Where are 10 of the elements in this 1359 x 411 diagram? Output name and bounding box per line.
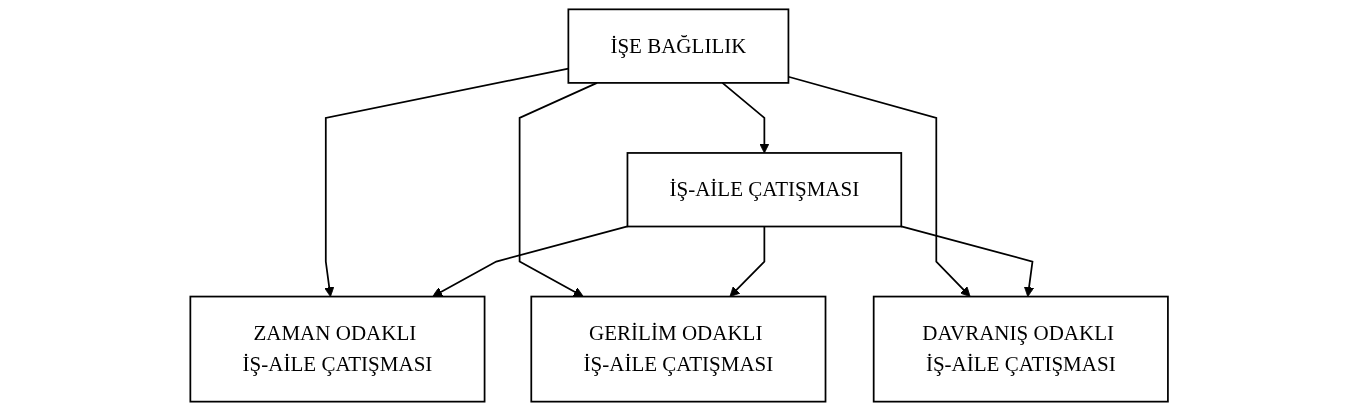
arrow	[432, 225, 629, 298]
arrow	[721, 82, 770, 154]
arrow	[729, 225, 766, 298]
arrow	[519, 82, 599, 298]
node-box: İŞE BAĞLILIK	[567, 8, 790, 84]
node-box: GERİLİM ODAKLI İŞ-AİLE ÇATIŞMASI	[530, 295, 827, 403]
node-box: DAVRANIŞ ODAKLI İŞ-AİLE ÇATIŞMASI	[873, 295, 1170, 403]
node-box: ZAMAN ODAKLI İŞ-AİLE ÇATIŞMASI	[189, 295, 486, 403]
arrow	[900, 225, 1035, 298]
node-box: İŞ-AİLE ÇATIŞMASI	[626, 152, 903, 228]
